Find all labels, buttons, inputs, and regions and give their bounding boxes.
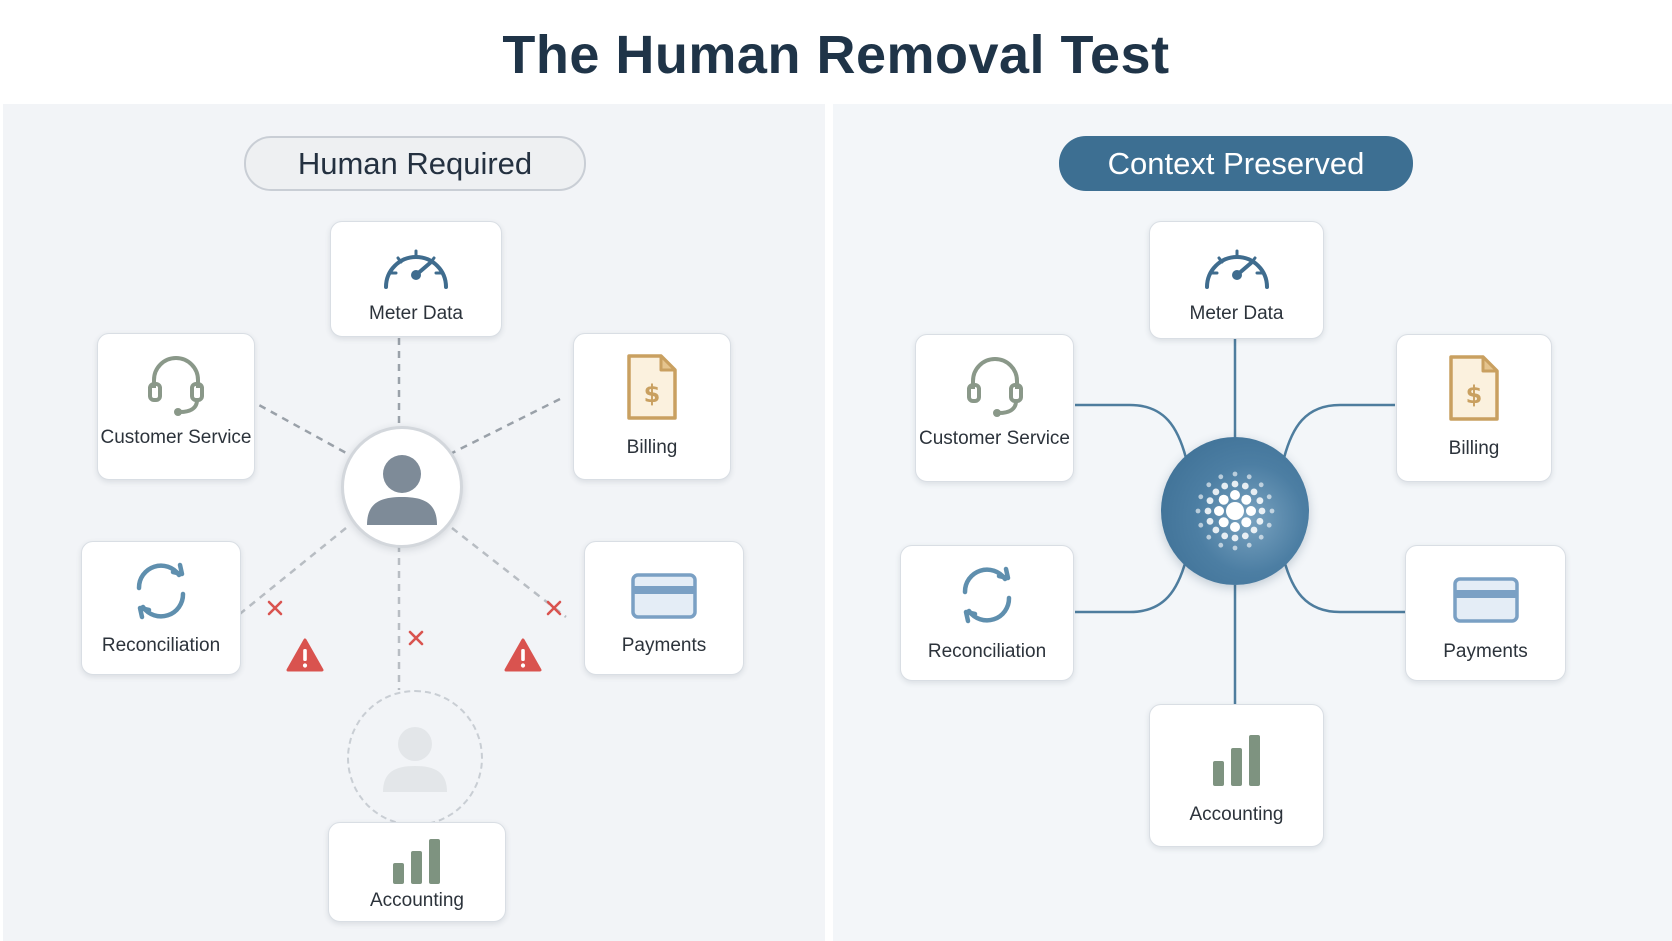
node-billing[interactable]: $ Billing	[1396, 334, 1552, 482]
warning-icon	[286, 638, 324, 672]
context-preserved-label: Context Preserved	[1059, 136, 1413, 191]
human-hub	[341, 426, 463, 548]
node-billing[interactable]: $ Billing	[573, 333, 731, 480]
node-label: Meter Data	[1189, 303, 1284, 324]
node-label: Customer Service	[100, 427, 252, 448]
node-label: Reconciliation	[927, 641, 1047, 662]
node-label: Accounting	[1189, 804, 1284, 825]
headset-icon	[148, 356, 204, 416]
node-label: Accounting	[369, 890, 464, 911]
node-label: Billing	[626, 437, 678, 458]
x-icon	[267, 600, 283, 616]
x-icon	[408, 630, 424, 646]
credit-card-icon	[1452, 577, 1519, 623]
x-icon	[546, 600, 562, 616]
node-accounting[interactable]: Accounting	[328, 822, 506, 922]
node-meter-data[interactable]: Meter Data	[1149, 221, 1324, 339]
context-core-icon	[1195, 471, 1275, 551]
link-core-payments	[1282, 559, 1405, 614]
warning-icon	[504, 638, 542, 672]
sync-icon	[136, 562, 186, 620]
link-hub-customer-service	[247, 397, 349, 456]
invoice-icon: $	[627, 354, 677, 420]
broken-link-reconciliation	[235, 527, 347, 618]
node-label: Billing	[1448, 438, 1500, 459]
gauge-icon	[1204, 249, 1269, 289]
bar-chart-icon	[1212, 735, 1260, 786]
node-reconciliation[interactable]: Reconciliation	[81, 541, 241, 675]
svg-text:$: $	[1466, 381, 1483, 409]
svg-text:$: $	[644, 380, 661, 408]
sync-icon	[962, 566, 1012, 624]
link-core-reconciliation	[1075, 559, 1188, 614]
node-payments[interactable]: Payments	[1405, 545, 1566, 681]
node-label: Customer Service	[919, 428, 1070, 449]
human-required-label: Human Required	[244, 136, 586, 191]
bar-chart-icon	[393, 839, 440, 884]
node-label: Payments	[621, 635, 707, 656]
node-customer-service[interactable]: Customer Service	[97, 333, 255, 480]
diagram-title: The Human Removal Test	[502, 25, 1170, 85]
link-hub-billing	[449, 397, 561, 456]
link-core-billing	[1282, 403, 1395, 459]
node-label: Payments	[1443, 641, 1528, 662]
node-reconciliation[interactable]: Reconciliation	[900, 545, 1074, 681]
node-label: Meter Data	[369, 303, 463, 324]
node-payments[interactable]: Payments	[584, 541, 744, 675]
invoice-icon: $	[1449, 355, 1499, 421]
removed-person	[347, 690, 483, 826]
node-accounting[interactable]: Accounting	[1149, 704, 1324, 847]
link-core-customer-service	[1075, 403, 1188, 459]
gauge-icon	[384, 249, 448, 289]
headset-icon	[966, 357, 1023, 417]
person-icon	[383, 727, 447, 792]
person-icon	[367, 455, 437, 525]
node-customer-service[interactable]: Customer Service	[915, 334, 1074, 482]
context-hub	[1161, 437, 1309, 585]
node-meter-data[interactable]: Meter Data	[330, 221, 502, 337]
credit-card-icon	[631, 573, 697, 619]
node-label: Reconciliation	[101, 635, 221, 656]
